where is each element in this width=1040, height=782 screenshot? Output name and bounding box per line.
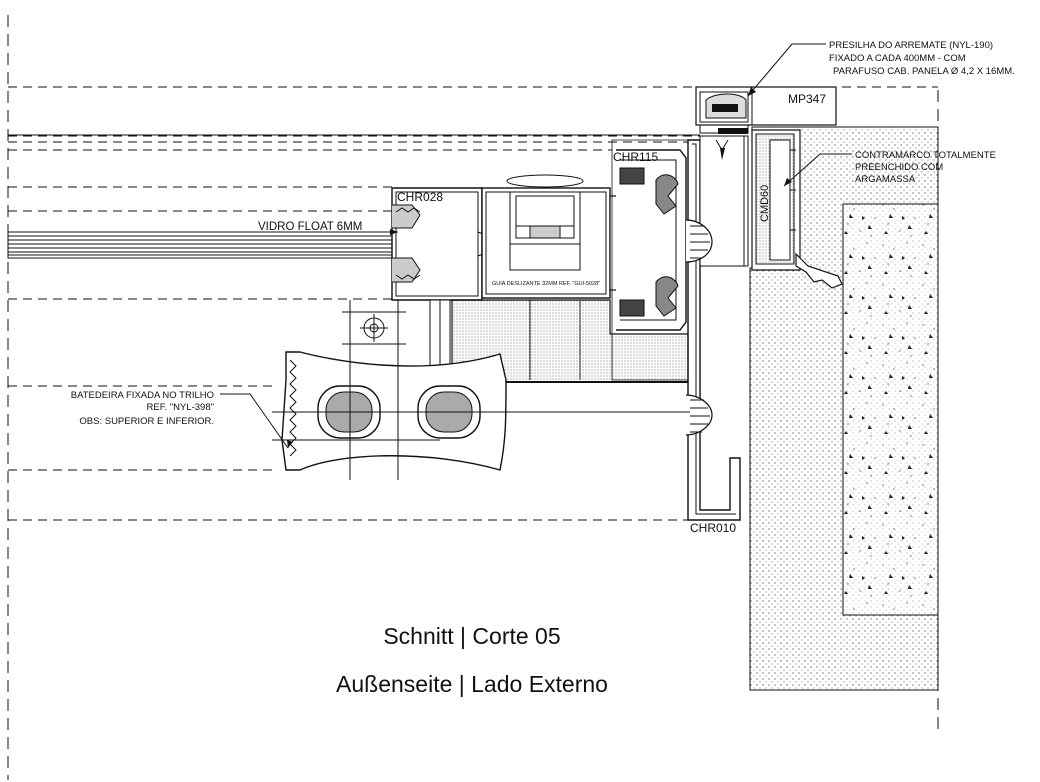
contramarco-line2: PREENCHIDO COM [855, 162, 943, 173]
batedeira-note: BATEDEIRA FIXADA NO TRILHO REF. "NYL-398… [71, 390, 214, 427]
guia-label: GUIA DESLIZANTE 32MM REF. "GUI-5028" [492, 281, 600, 287]
chr115-profile [611, 139, 713, 436]
presilha-note: PRESILHA DO ARREMATE (NYL-190) FIXADO A … [829, 40, 1015, 77]
batedeira [272, 300, 690, 480]
mp347-profile [695, 86, 837, 134]
contramarco-line3: ARGAMASSA [855, 174, 916, 185]
vidro-label: VIDRO FLOAT 6MM [258, 221, 362, 233]
chr115-code: CHR115 [613, 150, 658, 164]
presilha-line2: FIXADO A CADA 400MM - COM [829, 53, 966, 64]
chr028-profile [391, 187, 489, 301]
section-title: Schnitt | Corte 05 [383, 623, 560, 649]
dashed-guides [8, 86, 938, 521]
chr010-code: CHR010 [690, 521, 736, 535]
cmd60-profile: CMD60 [751, 129, 843, 289]
batedeira-line1: BATEDEIRA FIXADA NO TRILHO [71, 390, 214, 401]
batedeira-line2: REF. "NYL-398" [147, 402, 214, 413]
contramarco-note: CONTRAMARCO TOTALMENTE PREENCHIDO COM AR… [855, 150, 996, 185]
contramarco-line1: CONTRAMARCO TOTALMENTE [855, 150, 996, 161]
section-subtitle: Außenseite | Lado Externo [336, 671, 608, 697]
mp347-code: MP347 [788, 92, 826, 106]
presilha-line1: PRESILHA DO ARREMATE (NYL-190) [829, 40, 993, 51]
batedeira-line3: OBS: SUPERIOR E INFERIOR. [79, 416, 214, 427]
glass-pane [7, 231, 464, 259]
chr028-code: CHR028 [397, 190, 443, 204]
presilha-line3: PARAFUSO CAB. PANELA Ø 4,2 X 16MM. [833, 66, 1015, 77]
cmd60-label: CMD60 [759, 185, 771, 222]
leader-lines [220, 43, 852, 449]
chr010-frame [687, 135, 749, 521]
